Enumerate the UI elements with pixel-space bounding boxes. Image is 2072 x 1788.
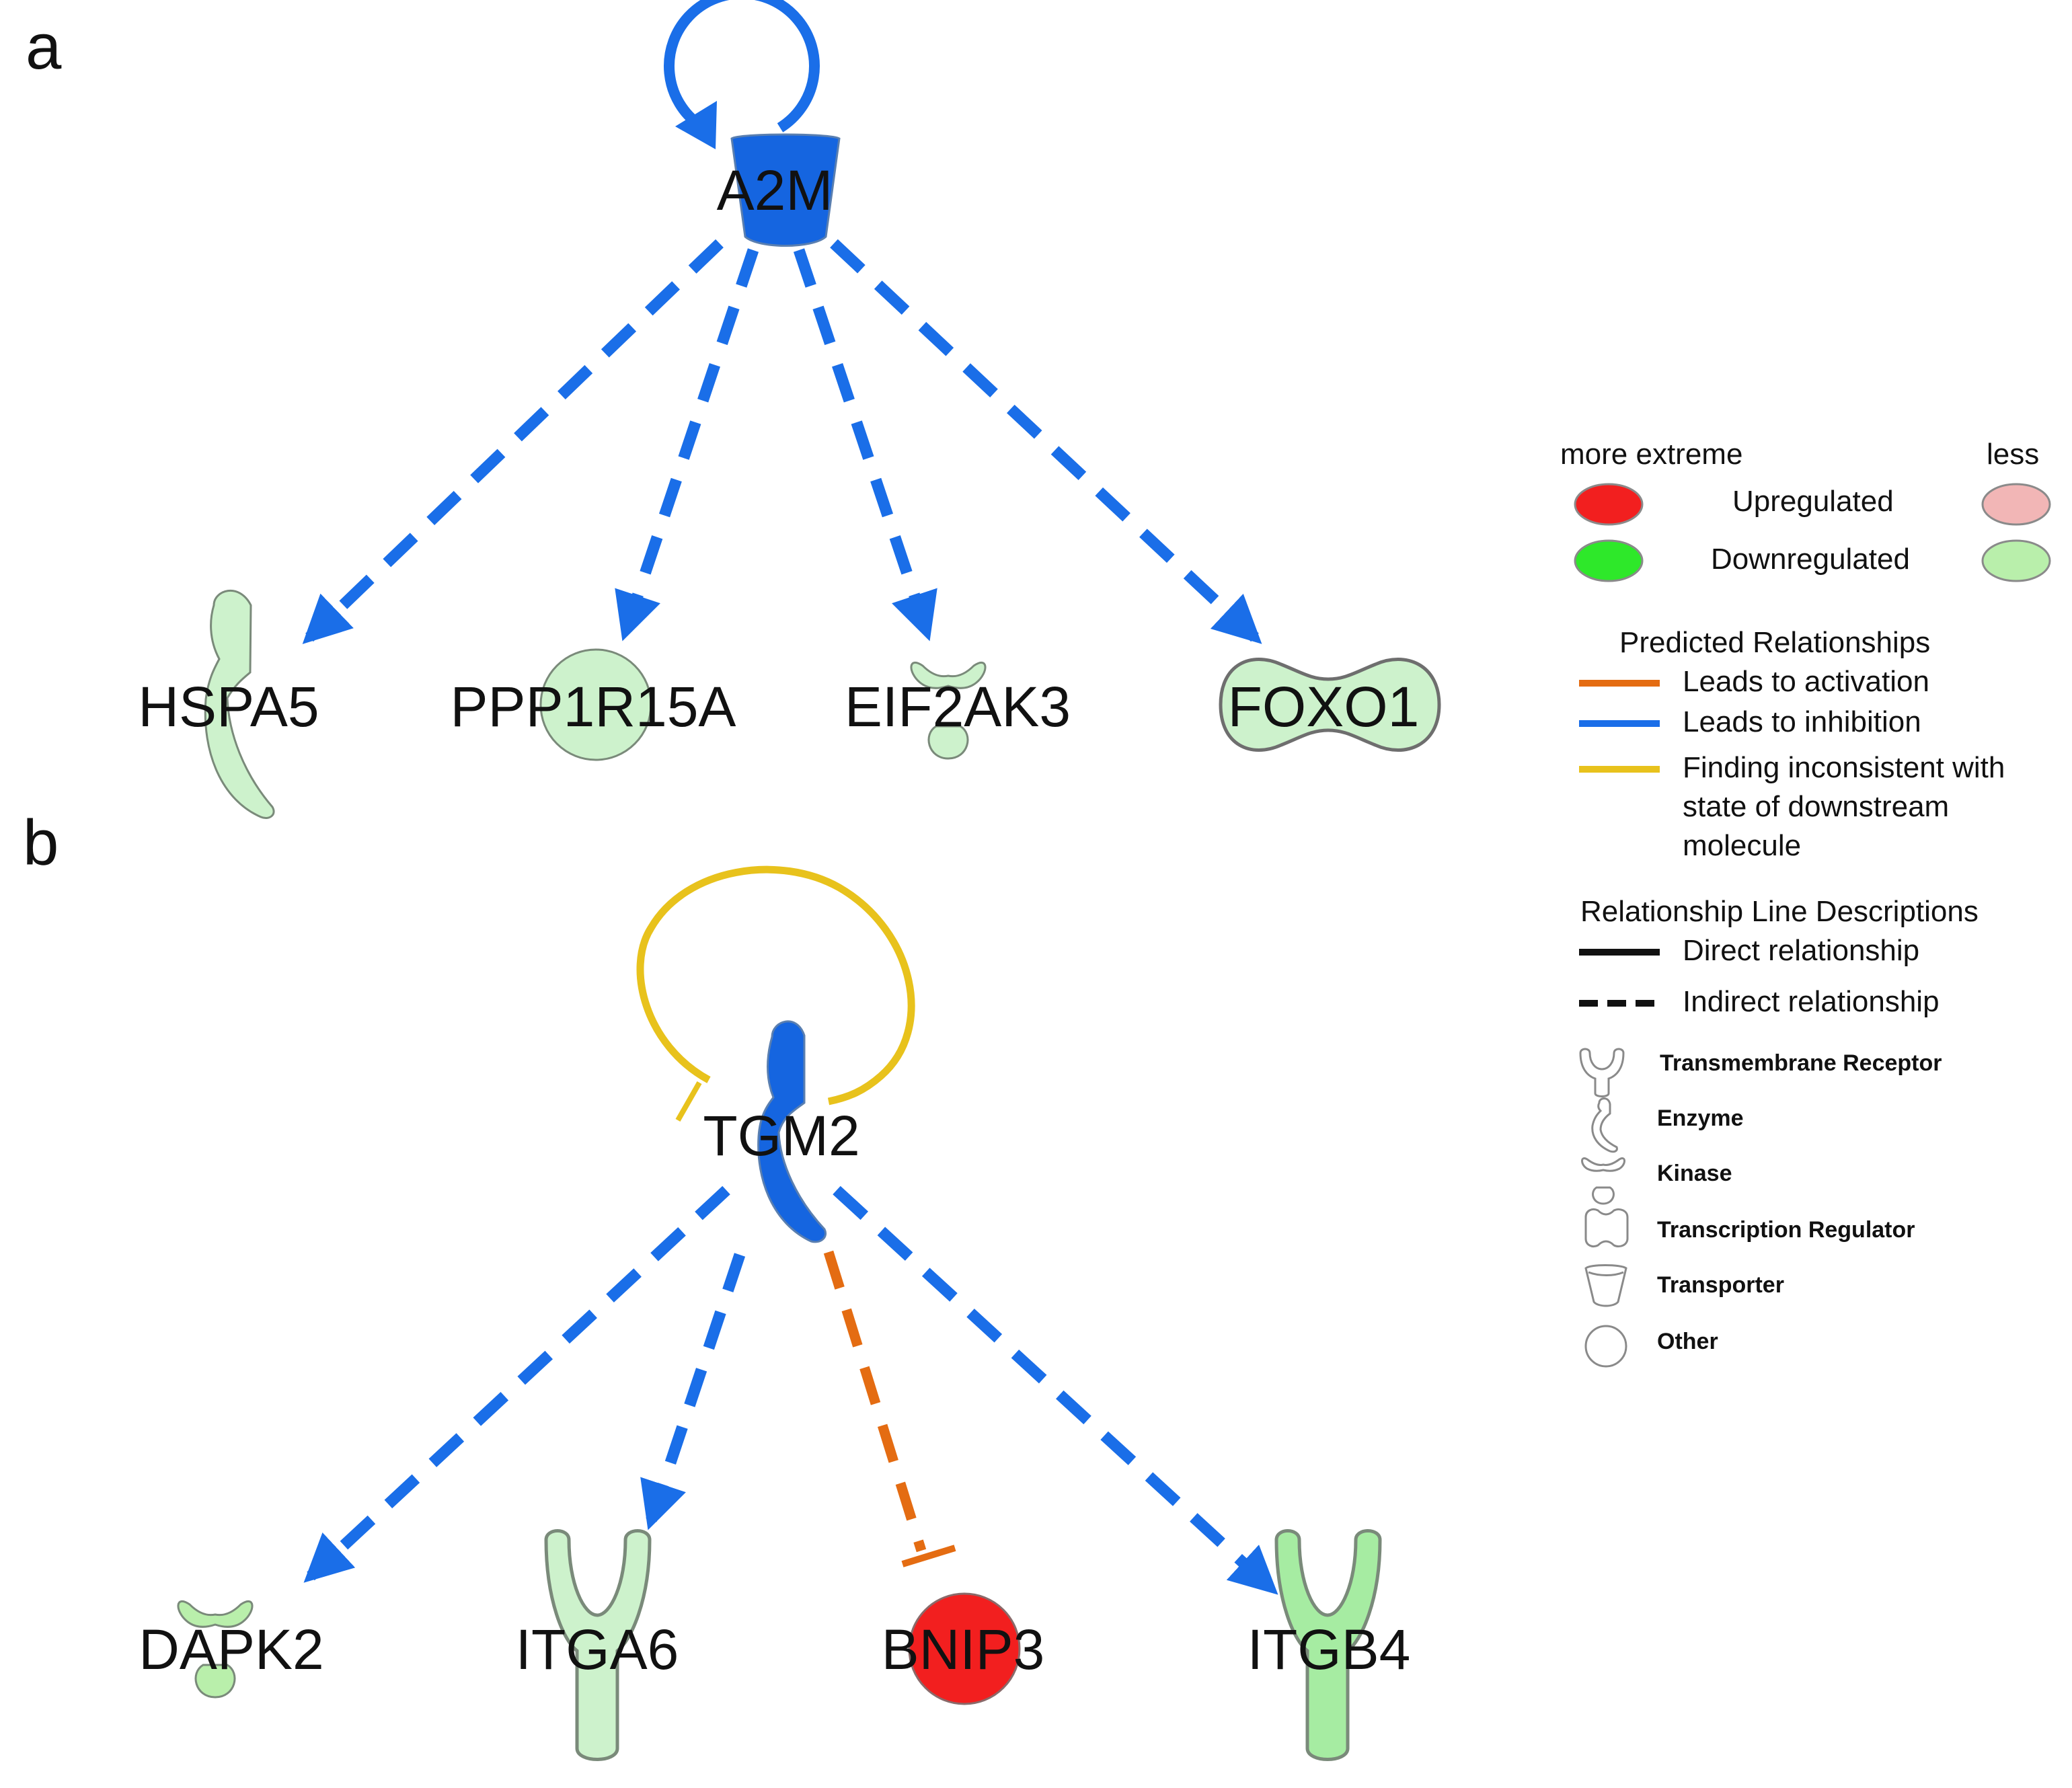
legend-predicted-title: Predicted Relationships xyxy=(1619,626,1930,659)
gene-label-itgb4: ITGB4 xyxy=(1248,1618,1411,1681)
legend-shape-other: Other xyxy=(1657,1329,1718,1354)
edge-tgm2-itgb4 xyxy=(833,1185,1278,1595)
bnip3-other-node xyxy=(908,1592,1021,1705)
panel-label-b: b xyxy=(23,807,59,879)
legend-upregulated: Upregulated xyxy=(1732,485,1894,518)
ppp1r15a-other-node xyxy=(539,648,652,761)
legend-receptor-icon xyxy=(1579,1048,1625,1097)
a2m-self-loop xyxy=(663,0,820,132)
legend-down-less-swatch xyxy=(1981,539,2051,582)
tgm2-self-loop xyxy=(636,865,915,1105)
edge-a2m-eif2ak3 xyxy=(793,248,937,642)
gene-label-ppp1r15a: PPP1R15A xyxy=(451,675,736,738)
edge-tgm2-dapk2 xyxy=(303,1185,730,1583)
legend-inhibition: Leads to inhibition xyxy=(1683,705,1921,738)
legend-enzyme-icon xyxy=(1591,1097,1618,1153)
a2m-transporter-node xyxy=(730,133,841,247)
legend-less: less xyxy=(1987,438,2039,471)
edge-a2m-foxo1 xyxy=(830,239,1262,644)
legend-transporter-icon xyxy=(1584,1264,1627,1307)
edge-a2m-ppp1r15a xyxy=(615,248,759,642)
legend-shape-transporter: Transporter xyxy=(1657,1272,1784,1298)
legend-other-icon xyxy=(1584,1325,1627,1368)
hub-label-a2m: A2M xyxy=(717,159,833,222)
edge-tgm2-bnip3 xyxy=(823,1250,927,1553)
legend-inconsistent-1: Finding inconsistent with xyxy=(1683,751,2005,784)
legend-indirect: Indirect relationship xyxy=(1683,985,1940,1018)
legend-inconsistent-3: molecule xyxy=(1683,829,1801,862)
itga6-receptor-node xyxy=(544,1529,652,1761)
gene-label-foxo1: FOXO1 xyxy=(1228,675,1420,738)
gene-label-hspa5: HSPA5 xyxy=(138,675,319,738)
edge-tgm2-bnip3-bar xyxy=(901,1545,956,1567)
gene-label-itga6: ITGA6 xyxy=(516,1618,679,1681)
legend-kinase-icon xyxy=(1581,1157,1625,1205)
legend-down-extreme-swatch xyxy=(1574,539,1644,582)
itgb4-receptor-node xyxy=(1274,1529,1382,1761)
legend-transcription-regulator-icon xyxy=(1584,1208,1629,1248)
hub-label-tgm2: TGM2 xyxy=(703,1104,859,1167)
tgm2-enzyme-node xyxy=(757,1020,827,1243)
a2m-self-loop-arrowhead xyxy=(675,101,717,149)
hspa5-enzyme-node xyxy=(204,589,275,819)
legend-shape-kinase: Kinase xyxy=(1657,1161,1732,1186)
foxo1-transcription-regulator-node xyxy=(1219,658,1441,752)
legend-up-extreme-swatch xyxy=(1574,483,1644,526)
eif2ak3-kinase-node xyxy=(910,661,987,760)
legend-shape-receptor: Transmembrane Receptor xyxy=(1660,1050,1942,1076)
gene-label-dapk2: DAPK2 xyxy=(139,1618,323,1681)
legend-shape-enzyme: Enzyme xyxy=(1657,1105,1744,1131)
legend-downregulated: Downregulated xyxy=(1711,543,1910,576)
legend-up-less-swatch xyxy=(1981,483,2051,526)
tgm2-self-loop-bar xyxy=(675,1081,702,1122)
legend-shape-transcription-regulator: Transcription Regulator xyxy=(1657,1217,1915,1243)
gene-label-eif2ak3: EIF2AK3 xyxy=(845,675,1071,738)
panel-label-a: a xyxy=(26,11,62,83)
dapk2-kinase-node xyxy=(177,1600,254,1699)
edge-tgm2-itga6 xyxy=(640,1253,746,1530)
legend: more extreme less Upregulated Downregula… xyxy=(1560,438,2051,1368)
edge-a2m-hspa5 xyxy=(302,239,724,644)
legend-inconsistent-2: state of downstream xyxy=(1683,790,1949,823)
legend-line-title: Relationship Line Descriptions xyxy=(1580,895,1979,928)
legend-direct: Direct relationship xyxy=(1683,934,1919,967)
legend-more-extreme: more extreme xyxy=(1560,438,1742,471)
legend-activation: Leads to activation xyxy=(1683,665,1929,698)
gene-label-bnip3: BNIP3 xyxy=(882,1618,1045,1681)
